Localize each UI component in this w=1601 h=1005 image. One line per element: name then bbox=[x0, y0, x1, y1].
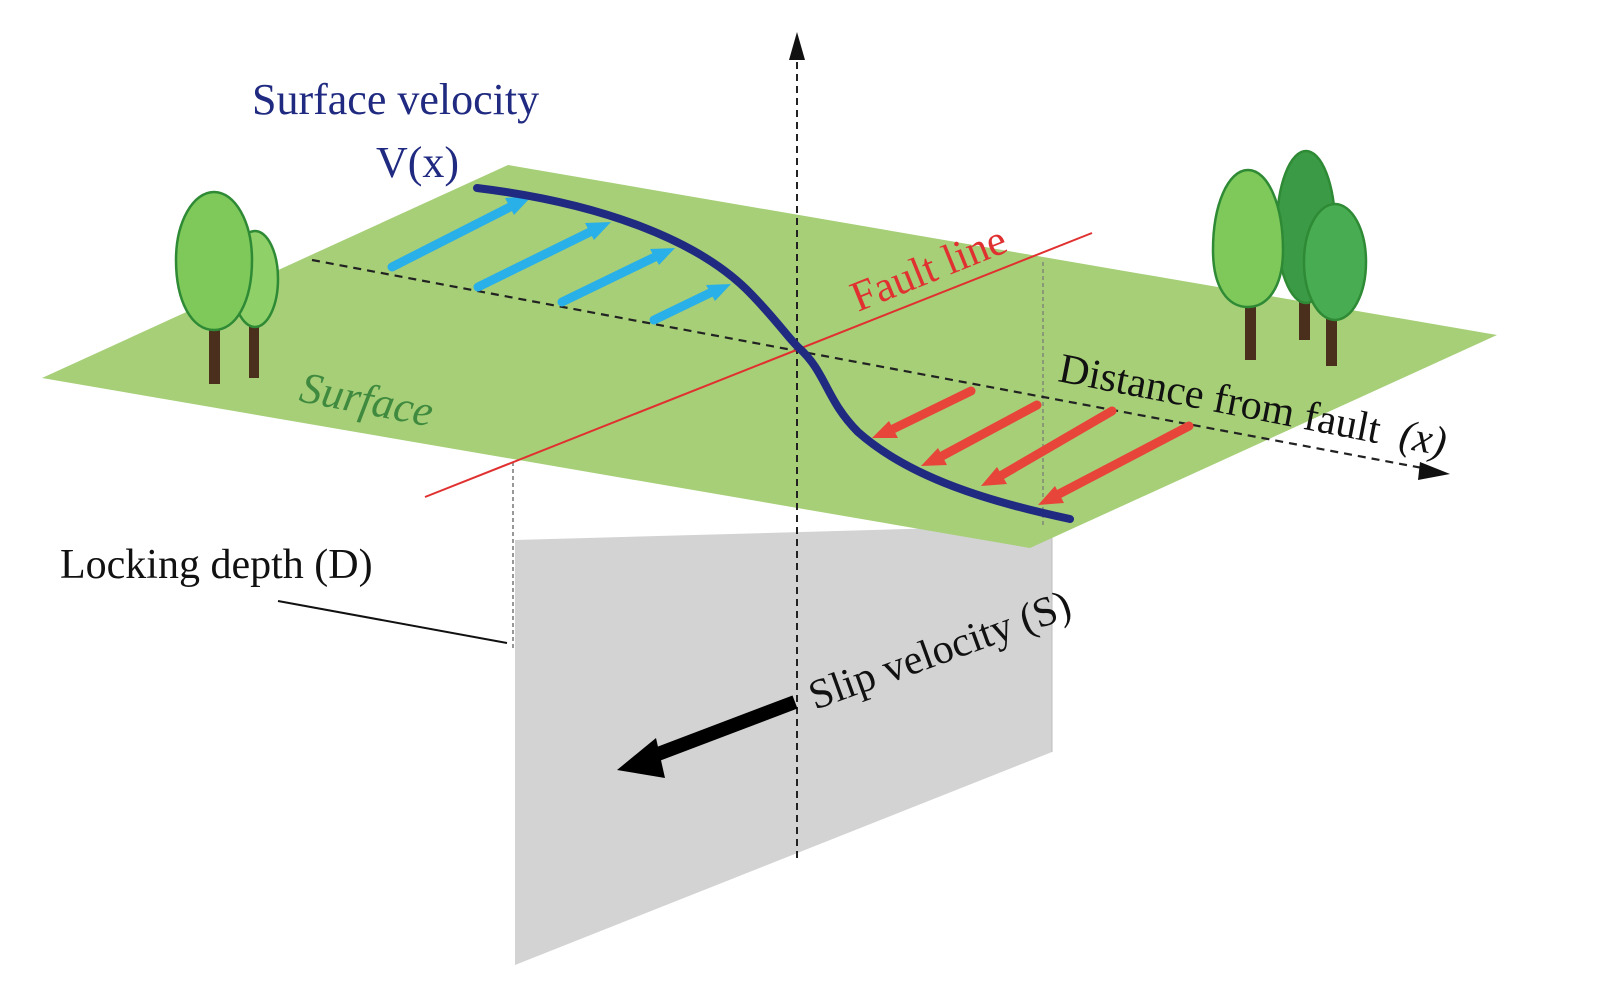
tree-trunk bbox=[209, 318, 220, 384]
positive-velocity-arrows bbox=[387, 196, 731, 325]
velocity-arrow-positive bbox=[649, 284, 731, 325]
slip-velocity-arrow bbox=[617, 695, 798, 778]
tree-crown bbox=[1302, 202, 1368, 322]
tree-trunk bbox=[249, 310, 259, 378]
fault-line bbox=[424, 232, 1093, 498]
fault-plane bbox=[515, 525, 1052, 965]
trees-left bbox=[174, 190, 280, 384]
tree-trunk bbox=[1299, 288, 1310, 340]
vertical-axis-arrowhead bbox=[789, 32, 805, 60]
surface-velocity-title: Surface velocity bbox=[252, 75, 539, 124]
distance-axis-arrowhead bbox=[1418, 462, 1450, 480]
tree-crown bbox=[1211, 168, 1285, 309]
velocity-arrow-negative bbox=[1038, 421, 1194, 505]
negative-velocity-arrows bbox=[872, 386, 1194, 505]
trees-right bbox=[1211, 149, 1368, 366]
locking-depth-pointer bbox=[277, 600, 508, 644]
velocity-arrow-negative bbox=[921, 400, 1042, 466]
velocity-arrow-positive bbox=[557, 248, 675, 307]
surface-velocity-curve bbox=[473, 184, 1074, 523]
tree-trunk bbox=[1245, 298, 1256, 360]
velocity-arrow-positive bbox=[473, 222, 611, 292]
velocity-arrow-positive bbox=[387, 196, 532, 272]
surface-velocity-symbol: V(x) bbox=[376, 138, 459, 187]
tree-trunk bbox=[1326, 302, 1337, 366]
velocity-arrow-negative bbox=[981, 406, 1117, 486]
velocity-arrow-negative bbox=[872, 386, 976, 438]
tree-crown bbox=[174, 190, 254, 332]
distance-axis-variable: (x) bbox=[1396, 412, 1451, 466]
locking-depth-label: Locking depth (D) bbox=[60, 542, 373, 588]
